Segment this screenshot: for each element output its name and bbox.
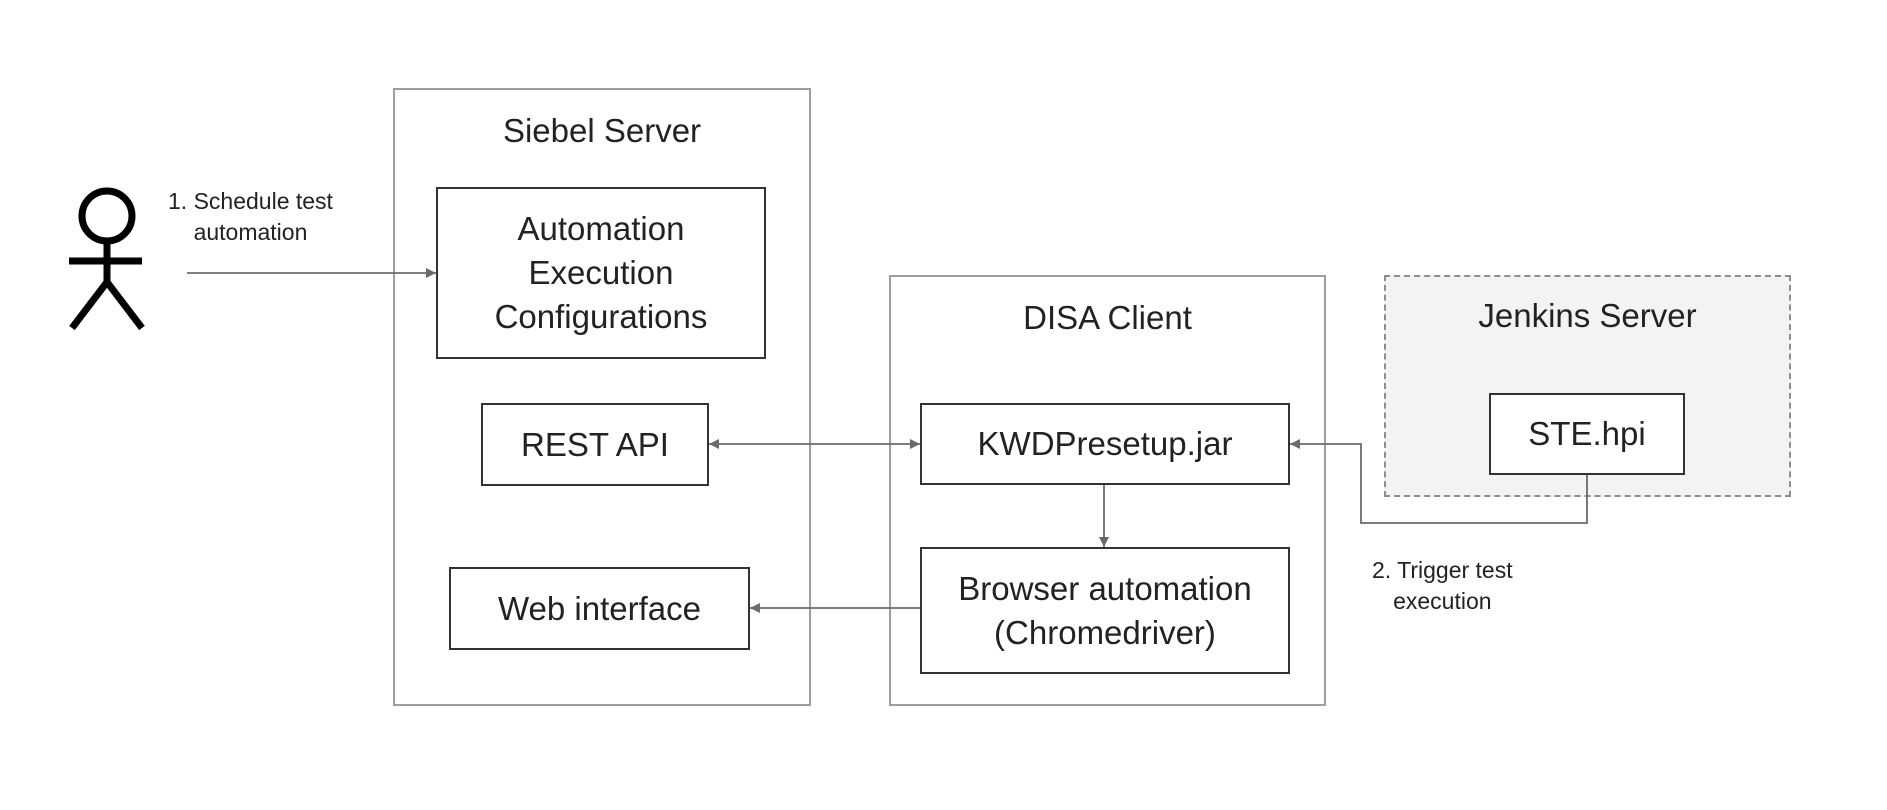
- kwd-presetup-box: KWDPresetup.jar: [920, 403, 1290, 485]
- web-interface-label: Web interface: [498, 589, 701, 627]
- automation-config-box: Automation Execution Configurations: [436, 187, 766, 359]
- jenkins-server-title: Jenkins Server: [1478, 297, 1697, 334]
- step-2-label: 2. Trigger test execution: [1372, 557, 1513, 614]
- person-icon: [69, 187, 145, 331]
- step-1-label: 1. Schedule test automation: [168, 188, 333, 245]
- ste-hpi-box: STE.hpi: [1489, 393, 1685, 475]
- disa-client-container: DISA Client: [889, 275, 1326, 706]
- automation-config-label: Automation Execution Configurations: [494, 210, 708, 335]
- siebel-server-title: Siebel Server: [502, 112, 702, 149]
- browser-automation-box: Browser automation (Chromedriver): [920, 547, 1290, 674]
- browser-automation-label: Browser automation (Chromedriver): [958, 569, 1252, 651]
- siebel-server-container: Siebel Server: [393, 88, 811, 706]
- web-interface-box: Web interface: [449, 567, 750, 650]
- ste-hpi-label: STE.hpi: [1528, 415, 1646, 452]
- rest-api-box: REST API: [481, 403, 709, 486]
- rest-api-label: REST API: [521, 425, 669, 463]
- disa-client-title: DISA Client: [1023, 299, 1192, 336]
- trigger-arrow: [1290, 439, 1588, 524]
- kwd-presetup-label: KWDPresetup.jar: [977, 425, 1233, 462]
